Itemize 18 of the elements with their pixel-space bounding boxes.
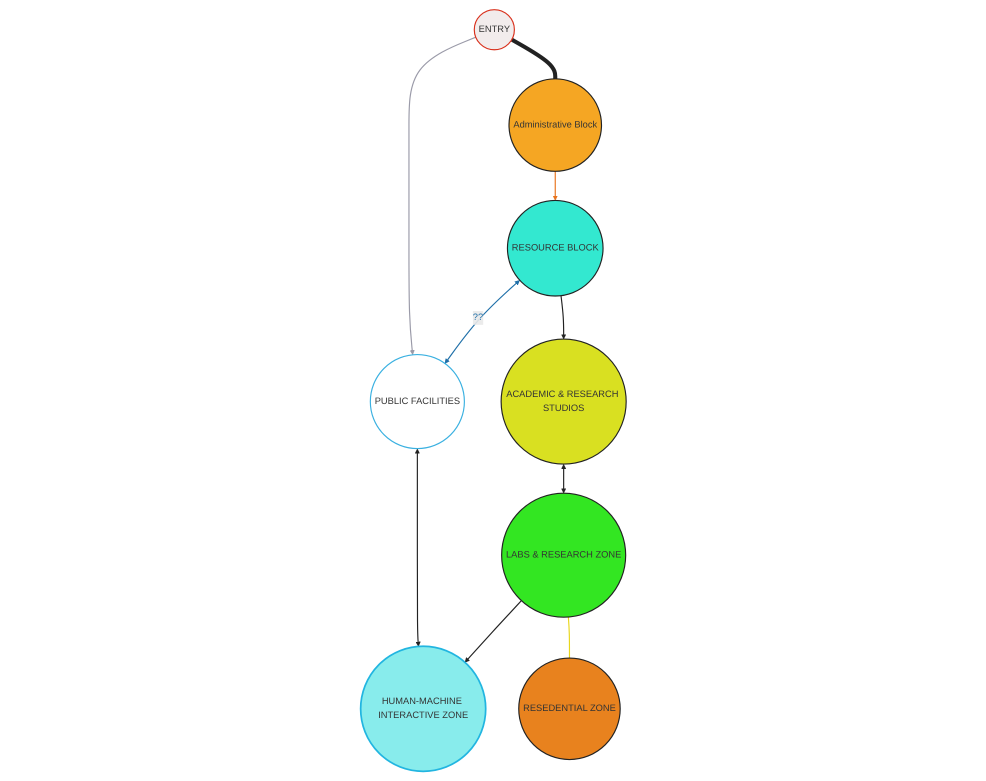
node-circle: PUBLIC FACILITIES bbox=[369, 354, 465, 450]
edge-label: ?? bbox=[472, 312, 483, 323]
node-circle: ENTRY bbox=[473, 9, 515, 50]
connector bbox=[567, 616, 570, 658]
node-circle: LABS & RESEARCH ZONE bbox=[500, 492, 626, 618]
arrow bbox=[552, 171, 558, 201]
node-circle: HUMAN-MACHINE INTERACTIVE ZONE bbox=[359, 645, 486, 772]
node-circle: RESOURCE BLOCK bbox=[506, 200, 604, 297]
arrow bbox=[444, 280, 520, 364]
arrow bbox=[560, 296, 566, 340]
arrow bbox=[414, 448, 420, 647]
arrow bbox=[408, 36, 476, 355]
arrow bbox=[560, 464, 566, 494]
node-circle: ACADEMIC & RESEARCH STUDIOS bbox=[500, 338, 626, 465]
arrow bbox=[464, 600, 522, 663]
node-circle: Administrative Block bbox=[508, 78, 602, 172]
node-circle: RESEDENTIAL ZONE bbox=[518, 658, 620, 760]
connector bbox=[510, 38, 557, 79]
